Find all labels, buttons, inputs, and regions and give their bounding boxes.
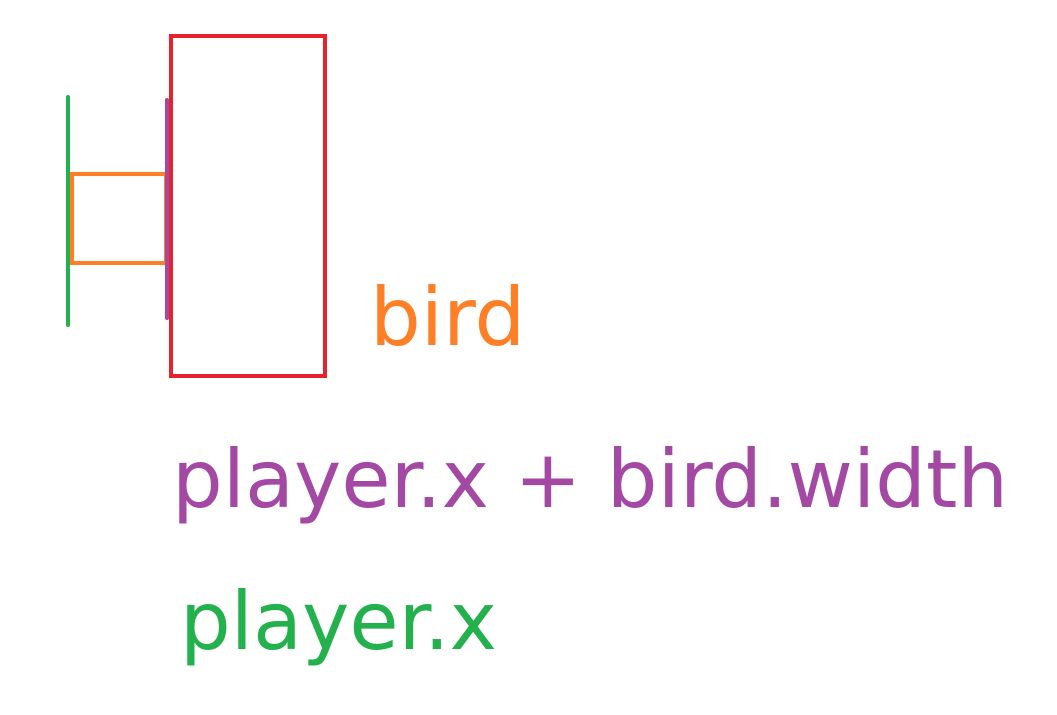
player-x-label: player.x	[180, 575, 497, 668]
player-x-plus-bird-width-label: player.x + bird.width	[172, 433, 1009, 526]
bird-label: bird	[370, 271, 526, 364]
orange-bird-rectangle	[70, 172, 168, 265]
red-rectangle	[169, 34, 327, 378]
